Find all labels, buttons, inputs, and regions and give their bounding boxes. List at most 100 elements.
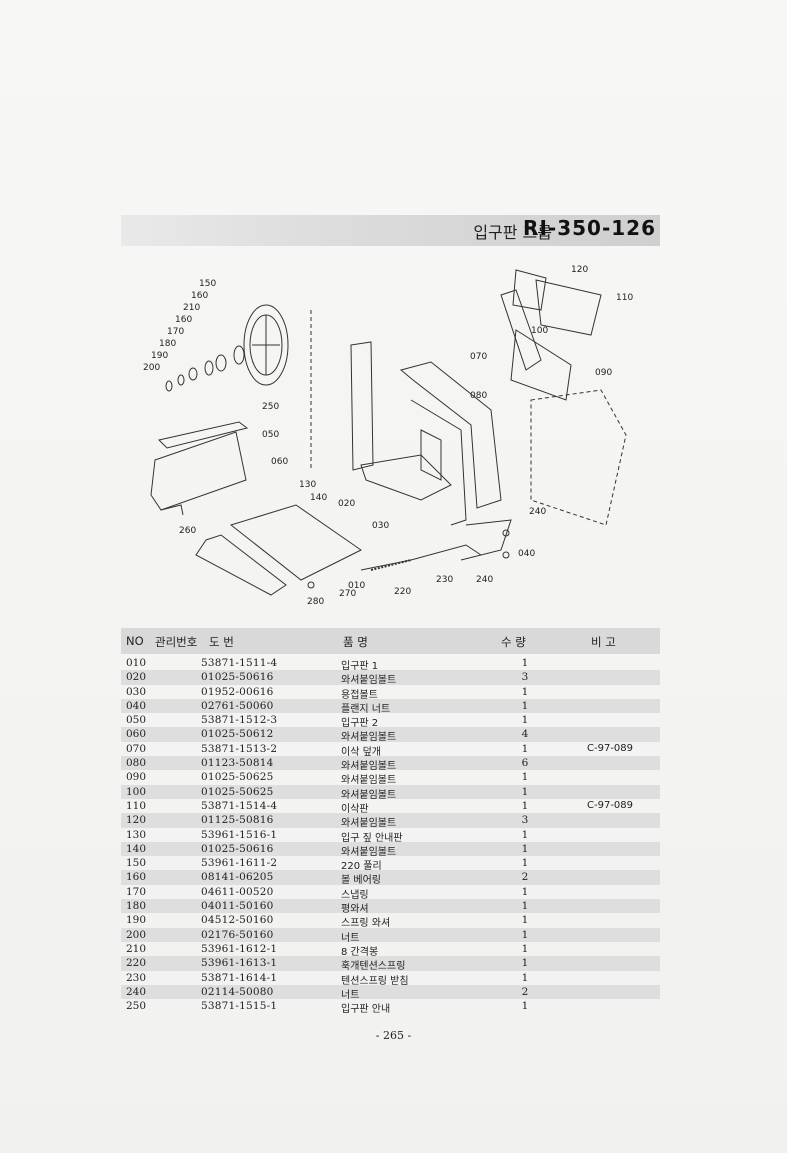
callout-label: 130 xyxy=(299,480,316,490)
drawing-number-cell: 01025-50616 xyxy=(201,842,274,855)
col-name: 품 명 xyxy=(343,635,368,649)
quantity-cell: 1 xyxy=(521,699,529,712)
part-no-cell: 030 xyxy=(126,685,147,698)
quantity-cell: 4 xyxy=(521,728,529,741)
callout-label: 040 xyxy=(518,549,535,559)
drawing-number-cell: 02114-50080 xyxy=(201,985,274,998)
part-name-cell: 플랜지 너트 xyxy=(341,703,391,715)
callout-label: 050 xyxy=(262,430,279,440)
quantity-cell: 3 xyxy=(521,814,529,827)
part-name-cell: 와셔붙임볼트 xyxy=(341,675,397,687)
callout-label: 120 xyxy=(571,265,588,275)
page-number: - 265 - xyxy=(375,1029,412,1042)
table-row: 090 01025-50625 와셔붙임볼트 1 xyxy=(121,770,660,787)
part-name-cell: 220 풀리 xyxy=(341,861,382,873)
part-no-cell: 050 xyxy=(126,714,147,727)
drawing-number-cell: 01025-50612 xyxy=(201,728,274,741)
quantity-cell: 1 xyxy=(521,928,529,941)
callout-label: 200 xyxy=(143,363,160,373)
part-no-cell: 060 xyxy=(126,728,147,741)
col-no: NO xyxy=(126,634,144,648)
part-no-cell: 090 xyxy=(126,771,147,784)
drawing-number-cell: 04011-50160 xyxy=(201,900,274,913)
drawing-number-cell: 01123-50814 xyxy=(201,757,274,770)
part-name-cell: 스프링 와셔 xyxy=(341,918,391,930)
part-no-cell: 170 xyxy=(126,885,147,898)
table-row: 030 01952-00616 용접볼트 1 xyxy=(121,685,660,701)
drawing-number-cell: 53871-1614-1 xyxy=(201,971,278,984)
part-name-cell: 와셔붙임볼트 xyxy=(341,761,397,773)
callout-label: 110 xyxy=(616,293,633,303)
callout-label: 240 xyxy=(476,575,493,585)
drawing-number-cell: 01125-50816 xyxy=(201,814,274,827)
quantity-cell: 1 xyxy=(521,799,529,812)
callout-label: 280 xyxy=(307,597,324,607)
callout-label: 160 xyxy=(175,315,192,325)
part-no-cell: 230 xyxy=(126,971,147,984)
exploded-parts-diagram: 150 160 210 160 170 180 190 200 250 050 … xyxy=(121,250,661,625)
quantity-cell: 1 xyxy=(521,685,529,698)
part-no-cell: 140 xyxy=(126,842,147,855)
part-no-cell: 160 xyxy=(126,871,147,884)
drawing-number-cell: 01025-50625 xyxy=(201,771,274,784)
callout-label: 220 xyxy=(394,587,411,597)
col-drawing: 도 번 xyxy=(209,635,234,649)
quantity-cell: 1 xyxy=(521,771,529,784)
part-name-cell: 너트 xyxy=(341,932,360,944)
part-no-cell: 110 xyxy=(126,799,147,812)
callout-label: 080 xyxy=(470,391,487,401)
part-no-cell: 080 xyxy=(126,757,147,770)
quantity-cell: 1 xyxy=(521,714,529,727)
callout-label: 190 xyxy=(151,351,168,361)
drawing-number-cell: 53871-1514-4 xyxy=(201,799,278,812)
callout-labels: 150 160 210 160 170 180 190 200 250 050 … xyxy=(143,265,633,607)
callout-label: 170 xyxy=(167,327,184,337)
part-name-cell: 입구판 안내 xyxy=(341,1004,391,1016)
drawing-number-cell: 01952-00616 xyxy=(201,685,274,698)
callout-label: 100 xyxy=(531,326,548,336)
drawing-number-cell: 53871-1512-3 xyxy=(201,714,278,727)
quantity-cell: 1 xyxy=(521,785,529,798)
drawing-number-cell: 53961-1611-2 xyxy=(201,857,278,870)
quantity-cell: 1 xyxy=(521,957,529,970)
callout-label: 010 xyxy=(348,581,365,591)
pulley-outer xyxy=(243,304,289,386)
drawing-number-cell: 02761-50060 xyxy=(201,699,274,712)
part-name-cell: 이삭 덮개 xyxy=(341,746,381,758)
callout-label: 060 xyxy=(271,457,288,467)
part-no-cell: 250 xyxy=(126,1000,147,1013)
callout-label: 180 xyxy=(159,339,176,349)
drawing-number-cell: 53871-1511-4 xyxy=(201,657,278,669)
drawing-number-cell: 53961-1612-1 xyxy=(201,942,278,955)
part-name-cell: 용접볼트 xyxy=(341,689,378,701)
callout-label: 250 xyxy=(262,402,279,412)
quantity-cell: 1 xyxy=(521,914,529,927)
part-no-cell: 070 xyxy=(126,742,147,755)
callout-label: 270 xyxy=(339,589,356,599)
callout-label: 260 xyxy=(179,526,196,536)
drawing-number-cell: 04512-50160 xyxy=(201,914,274,927)
part-name-cell: 와셔붙임볼트 xyxy=(341,818,397,830)
quantity-cell: 1 xyxy=(521,900,529,913)
quantity-cell: 3 xyxy=(521,671,529,684)
drawing-number-cell: 01025-50616 xyxy=(201,671,274,684)
part-name-cell: 와셔붙임볼트 xyxy=(341,775,397,787)
quantity-cell: 2 xyxy=(521,985,529,998)
part-name-cell: 와셔붙임볼트 xyxy=(341,789,397,801)
part-name-cell: 입구판 1 xyxy=(341,661,379,672)
callout-label: 140 xyxy=(310,493,327,503)
